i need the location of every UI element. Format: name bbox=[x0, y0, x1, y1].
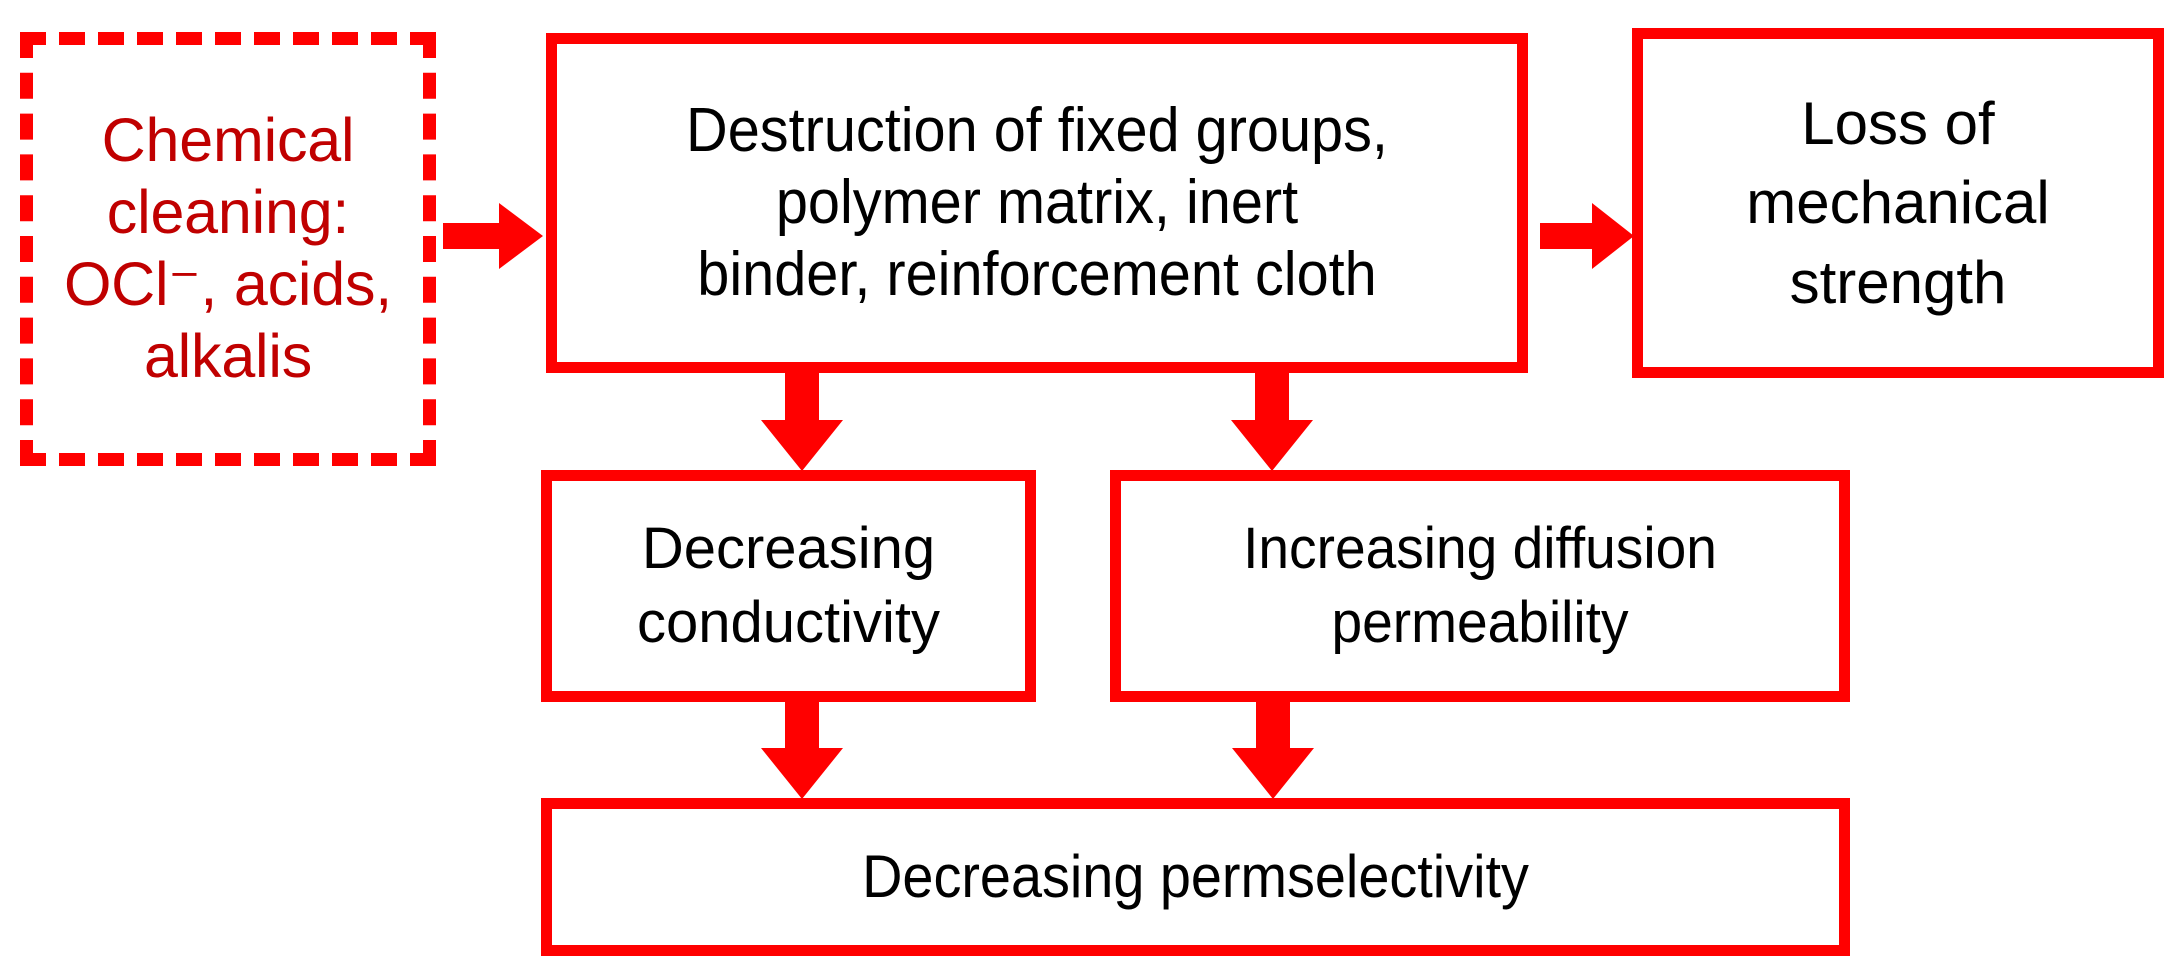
arrow-destruction-to-loss-icon bbox=[1540, 203, 1635, 269]
node-increasing-diffusion-permeability-label: Increasing diffusion permeability bbox=[1243, 515, 1717, 655]
node-chemical-cleaning[interactable]: Chemical cleaning: OCl⁻, acids, alkalis bbox=[20, 32, 436, 466]
node-destruction[interactable]: Destruction of fixed groups, polymer mat… bbox=[546, 33, 1528, 373]
node-decreasing-conductivity[interactable]: Decreasing conductivity bbox=[541, 470, 1036, 702]
arrow-destruction-to-permeability-icon bbox=[1230, 372, 1314, 472]
node-decreasing-permselectivity-label: Decreasing permselectivity bbox=[862, 842, 1529, 910]
node-loss-mechanical-strength[interactable]: Loss of mechanical strength bbox=[1632, 28, 2164, 378]
arrow-cleaning-to-destruction-icon bbox=[443, 203, 545, 269]
node-destruction-label: Destruction of fixed groups, polymer mat… bbox=[686, 96, 1388, 309]
arrow-conductivity-to-permselectivity-icon bbox=[760, 700, 844, 800]
arrow-permeability-to-permselectivity-icon bbox=[1231, 700, 1315, 800]
node-decreasing-conductivity-label: Decreasing conductivity bbox=[636, 515, 941, 655]
node-chemical-cleaning-label: Chemical cleaning: OCl⁻, acids, alkalis bbox=[63, 106, 393, 390]
node-increasing-diffusion-permeability[interactable]: Increasing diffusion permeability bbox=[1110, 470, 1850, 702]
arrow-destruction-to-conductivity-icon bbox=[760, 372, 844, 472]
node-decreasing-permselectivity[interactable]: Decreasing permselectivity bbox=[541, 798, 1850, 956]
node-loss-mechanical-strength-label: Loss of mechanical strength bbox=[1746, 90, 2050, 316]
